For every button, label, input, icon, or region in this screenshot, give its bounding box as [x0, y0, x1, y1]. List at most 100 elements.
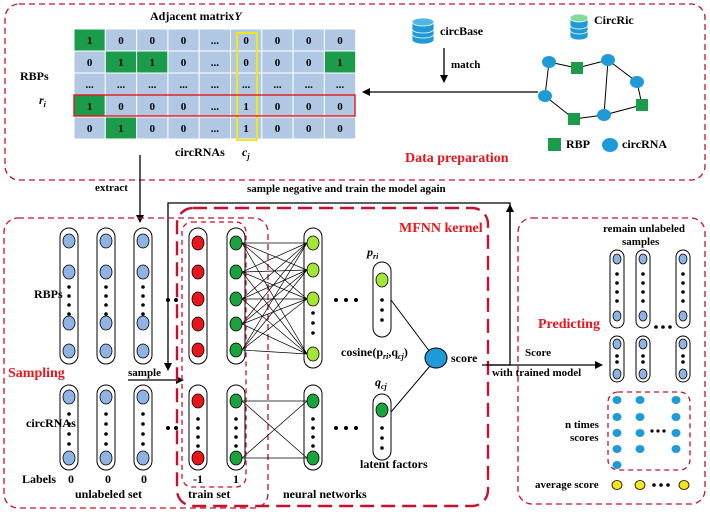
matrix-cell-value: 0 [337, 35, 343, 47]
nn-edge [241, 242, 308, 355]
ellipsis-dot [380, 308, 384, 312]
matrix-cell-value: 1 [118, 123, 124, 135]
matrix-cell-value: ... [211, 35, 220, 47]
matrix-circrnas-label: circRNAs [175, 145, 225, 159]
ellipsis-dot [615, 354, 619, 358]
ellipsis-dot [67, 294, 71, 298]
ellipsis-dot [174, 426, 178, 430]
matrix-cell-value: 0 [306, 57, 312, 69]
ellipsis-dot [334, 298, 338, 302]
ellipsis-dot [311, 331, 315, 335]
matrix-cell-value: ... [211, 79, 220, 91]
ellipsis-dot [615, 272, 619, 276]
ellipsis-dot [104, 285, 108, 289]
node [191, 342, 205, 358]
ellipsis-dot [344, 298, 348, 302]
matrix-cell-value: ... [86, 79, 95, 91]
ellipsis-dot [67, 442, 71, 446]
node [638, 368, 648, 380]
node-column-outline [635, 249, 651, 329]
ellipsis-dot [104, 432, 108, 436]
ellipsis-dot [234, 435, 238, 439]
ellipsis-dot [141, 442, 145, 446]
node [229, 450, 243, 466]
matrix-cell-value: 0 [181, 101, 187, 113]
node [229, 393, 243, 409]
score-node [671, 396, 681, 404]
matrix-title: Adjacent matrixY [150, 9, 243, 23]
interaction-network [544, 59, 643, 120]
legend-rbp-square [548, 138, 561, 151]
labels-label: Labels [22, 472, 56, 486]
ellipsis-dot [659, 483, 663, 487]
node-column-outline [372, 261, 392, 338]
nn-edge [241, 269, 308, 300]
node-column-outline [59, 384, 79, 471]
ellipsis-dot [334, 426, 338, 430]
ellipsis-dot [311, 321, 315, 325]
matrix-cell-value: 0 [306, 123, 312, 135]
unlabeled-label-0: 0 [68, 472, 74, 486]
ellipsis-dot [234, 417, 238, 421]
ellipsis-dot [641, 354, 645, 358]
matrix-cell-value: 0 [150, 35, 156, 47]
sampling-title: Sampling [8, 366, 65, 381]
ellipsis-dot [67, 432, 71, 436]
node [62, 264, 76, 280]
matrix-cj-label: cj [242, 145, 250, 161]
train-label-pos: 1 [233, 472, 239, 486]
train-label-neg: -1 [193, 472, 203, 486]
ellipsis-dot [354, 426, 358, 430]
ellipsis-dot [681, 272, 685, 276]
score-node [671, 445, 681, 453]
ellipsis-dot [681, 354, 685, 358]
column-highlight-cj [236, 32, 258, 141]
nn-edge [241, 242, 308, 273]
node [99, 389, 113, 405]
matrix-cell-value: 1 [87, 35, 93, 47]
predicting-title: Predicting [538, 317, 600, 332]
node-column-outline [303, 227, 323, 369]
node [99, 264, 113, 280]
node [612, 253, 622, 265]
ellipsis-dot [141, 422, 145, 426]
ellipsis-dot [615, 290, 619, 294]
node [229, 316, 243, 332]
ellipsis-dot [656, 429, 660, 433]
score-connector-lines [390, 299, 431, 413]
matrix-cell-value: 0 [181, 123, 187, 135]
ellipsis-dot [234, 426, 238, 430]
score-node [424, 347, 448, 369]
nn-edge [241, 271, 308, 355]
neural-network-connections [241, 242, 308, 459]
matrix-cell-value: 1 [118, 57, 124, 69]
unlabeled-set-label: unlabeled set [75, 487, 142, 501]
node [678, 253, 688, 265]
predicting-box [517, 217, 706, 505]
cosine-label: cosine(pri,qcj) [341, 345, 408, 361]
node [612, 338, 622, 350]
ellipsis-dot [196, 426, 200, 430]
ellipsis-dot [380, 436, 384, 440]
score-node [635, 429, 645, 437]
mfnn-kernel-title: MFNN kernel [399, 221, 483, 236]
matrix-cell [323, 116, 357, 140]
network-nodes [538, 54, 648, 125]
nn-edge [241, 242, 308, 300]
samples-label: samples [622, 236, 660, 248]
nn-edge [241, 298, 308, 351]
node [306, 291, 320, 307]
row-highlight-ri [73, 94, 356, 117]
node-column-outline [372, 393, 392, 461]
node [375, 402, 389, 418]
node [99, 233, 113, 249]
train-set-box [181, 221, 247, 488]
node [638, 253, 648, 265]
ellipsis-dot [681, 299, 685, 303]
circric-database-icon [569, 13, 589, 41]
matrix-cell-value: 1 [337, 57, 343, 69]
ellipsis-dot [380, 446, 384, 450]
average-score-label: average score [535, 479, 599, 491]
node [306, 393, 320, 409]
ellipsis-dot [661, 325, 665, 329]
